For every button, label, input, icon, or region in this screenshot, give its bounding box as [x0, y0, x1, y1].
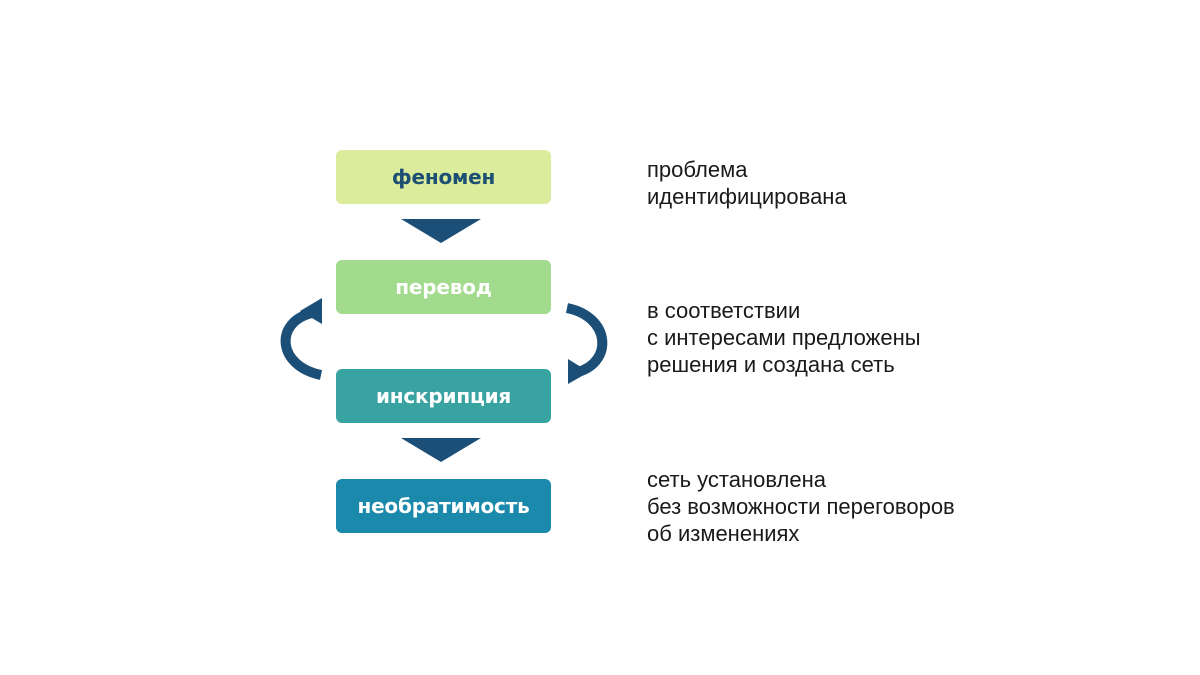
- description-line: без возможности переговоров: [647, 494, 955, 519]
- description-line: проблема: [647, 157, 748, 182]
- description-translation-inscription: в соответствии с интересами предложены р…: [647, 297, 921, 378]
- step-label-translation: перевод: [395, 275, 492, 299]
- description-phenomenon: проблема идентифицирована: [647, 156, 847, 210]
- step-label-irreversibility: необратимость: [357, 494, 530, 518]
- description-line: в соответствии: [647, 298, 801, 323]
- description-irreversibility: сеть установлена без возможности перегов…: [647, 466, 955, 547]
- step-box-phenomenon: феномен: [336, 150, 551, 204]
- description-line: об изменениях: [647, 521, 800, 546]
- step-box-translation: перевод: [336, 260, 551, 314]
- curved-arrow-down-icon: [565, 303, 608, 384]
- description-line: решения и создана сеть: [647, 352, 895, 377]
- down-arrow-icon: [401, 438, 481, 462]
- down-arrow-icon: [401, 219, 481, 243]
- step-label-phenomenon: феномен: [391, 165, 496, 189]
- description-line: идентифицирована: [647, 184, 847, 209]
- step-label-inscription: инскрипция: [375, 384, 512, 408]
- step-box-irreversibility: необратимость: [336, 479, 551, 533]
- description-line: с интересами предложены: [647, 325, 921, 350]
- curved-arrow-up-icon: [280, 298, 323, 380]
- description-line: сеть установлена: [647, 467, 826, 492]
- step-box-inscription: инскрипция: [336, 369, 551, 423]
